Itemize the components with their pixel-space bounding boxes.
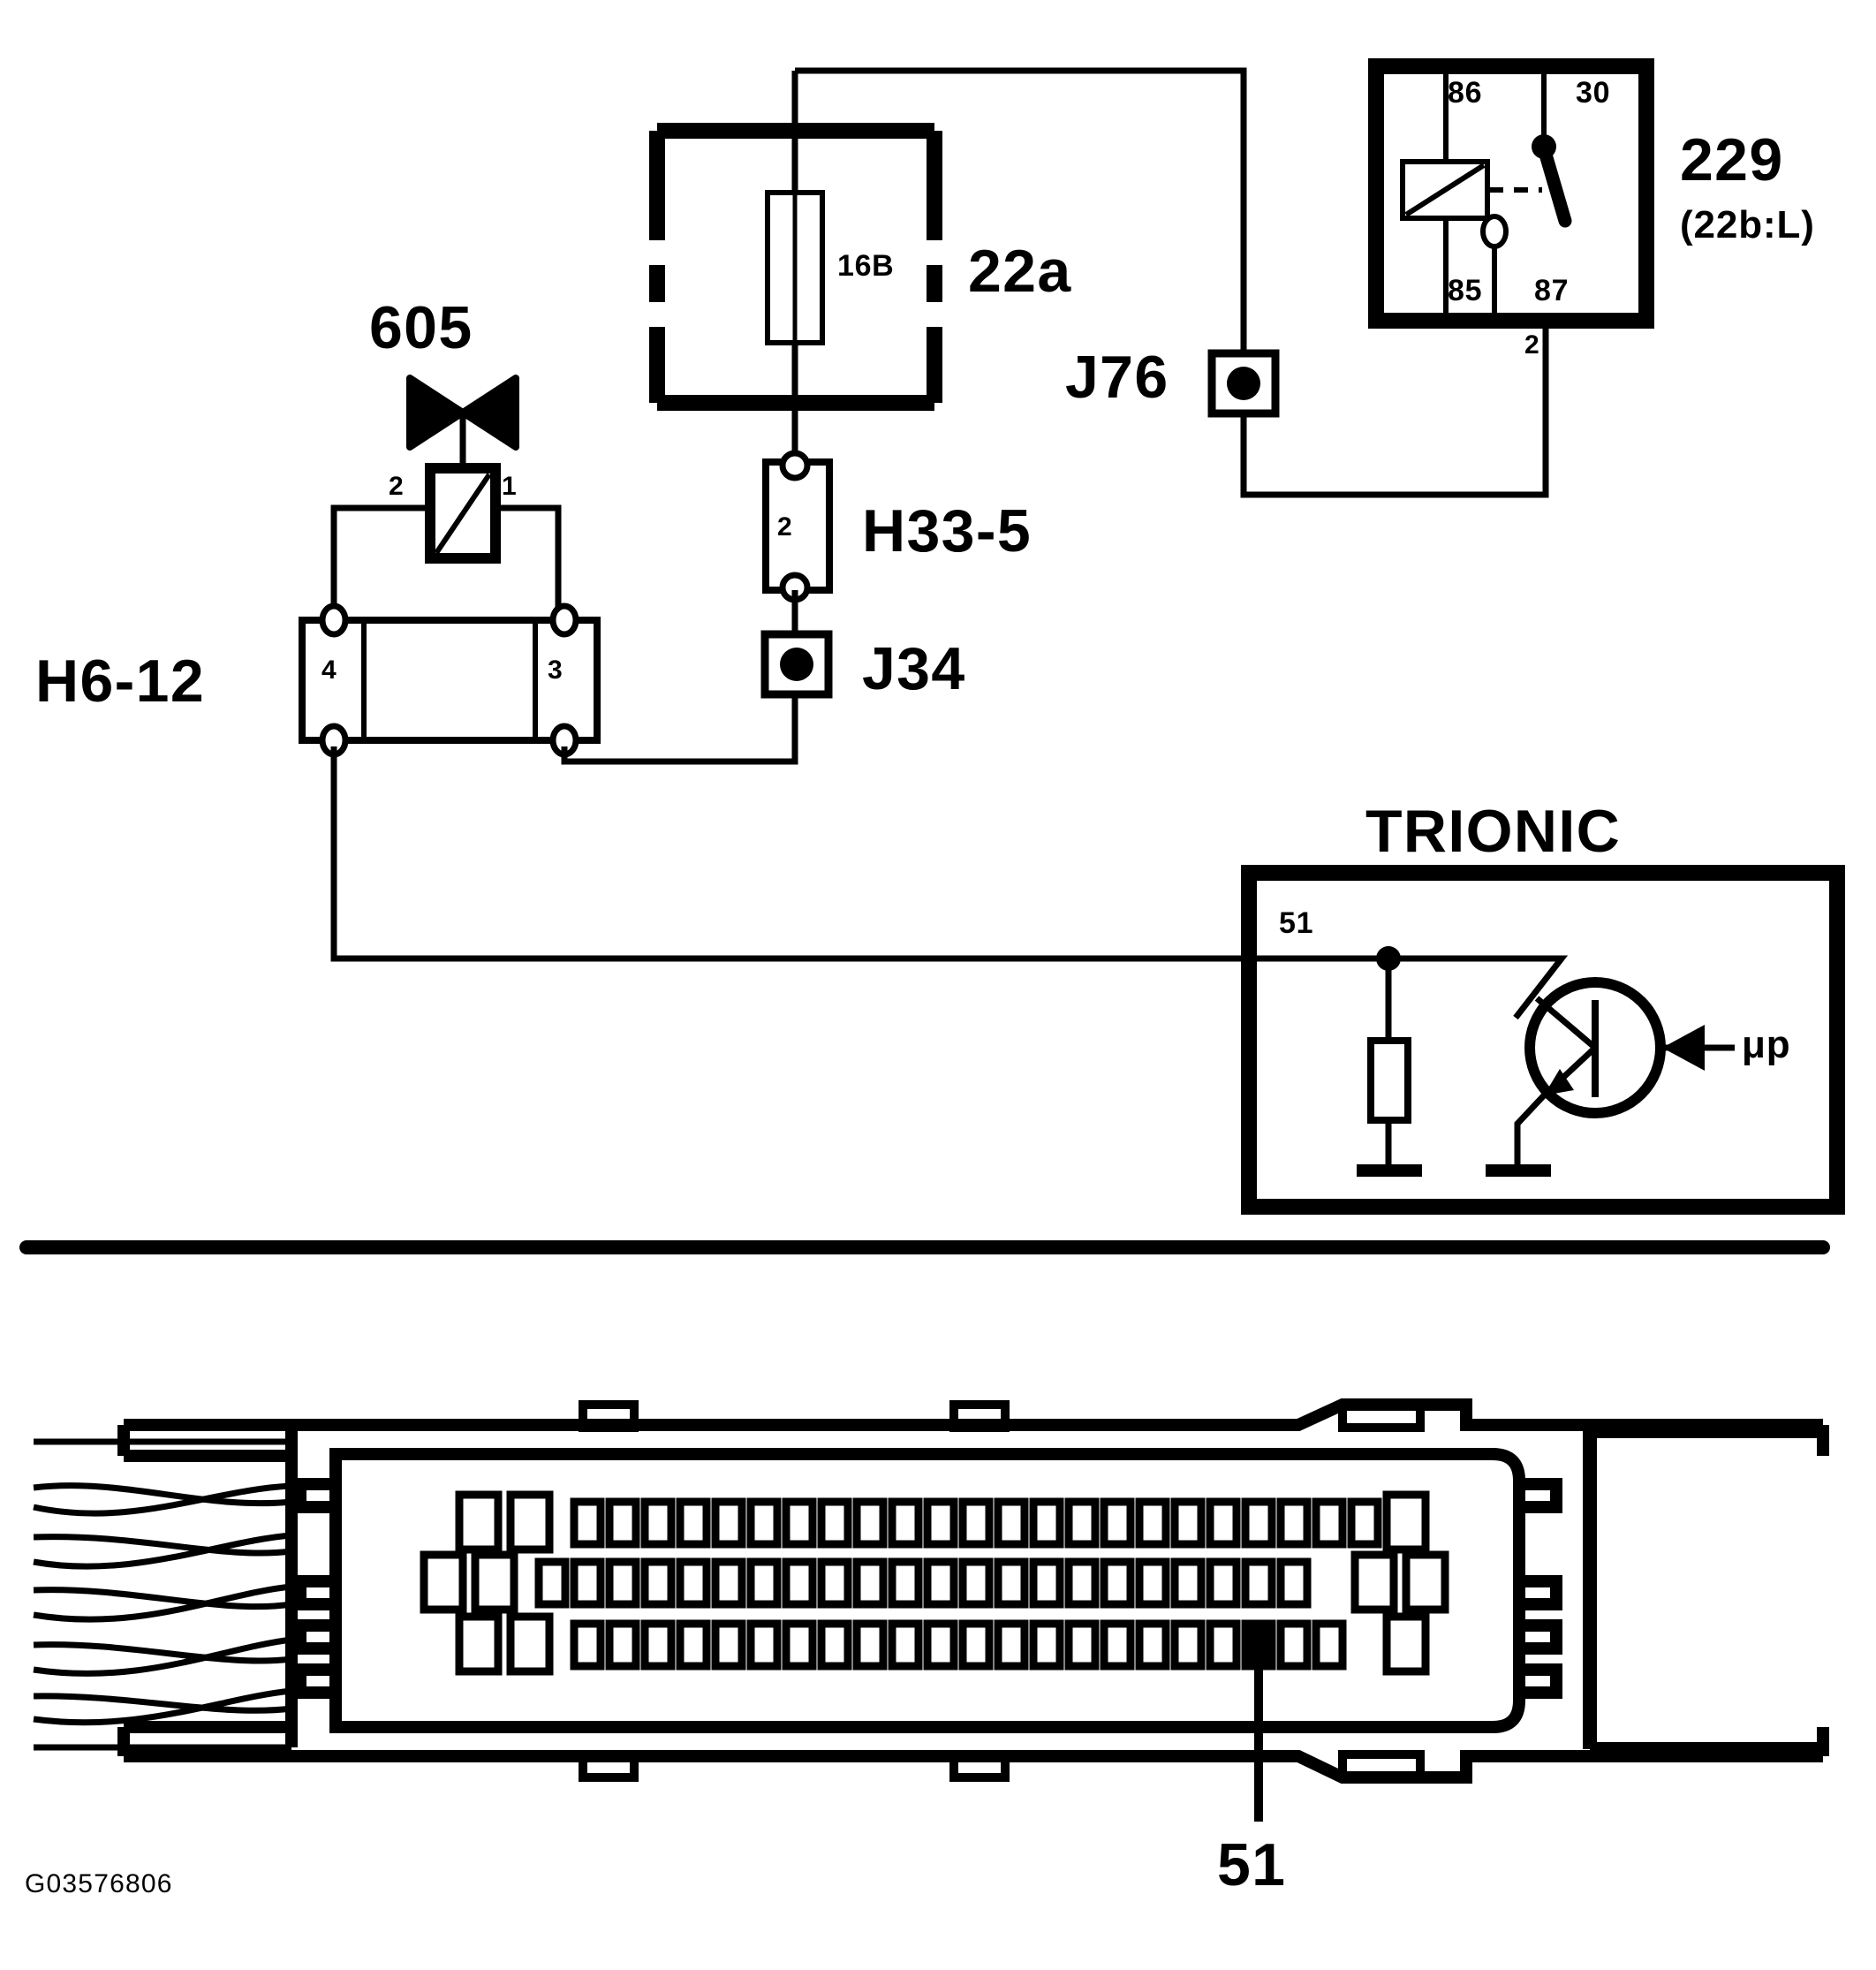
connector-h6-12-body — [299, 602, 601, 758]
connector-right-tab — [1583, 1424, 1823, 1756]
relay-229-label: 229 — [1680, 126, 1784, 193]
splice-j34-symbol — [760, 630, 833, 699]
wire-relay-to-j76 — [1240, 321, 1549, 498]
relay-229-body — [1368, 58, 1654, 329]
valve-605-pin-2-label: 2 — [389, 472, 405, 501]
connector-h33-5-label: H33-5 — [862, 497, 1033, 564]
wire-h6-12-pin4-to-trionic — [330, 746, 1249, 962]
pin-row-bottom — [455, 1612, 1430, 1676]
connector-pin-51-callout-label: 51 — [1217, 1831, 1287, 1898]
wire-605-to-h6-12 — [330, 504, 562, 623]
ecu-trionic-pin-51-label: 51 — [1279, 906, 1314, 940]
relay-229-terminal-87-label: 87 — [1534, 274, 1570, 307]
wire-bundle — [33, 1438, 292, 1751]
wire-fuse-to-j76 — [795, 67, 1247, 367]
wire-h6-12-pin3-to-j34 — [561, 685, 798, 765]
connector-h6-12-pin-4-label: 4 — [321, 655, 337, 685]
valve-605-label: 605 — [369, 294, 473, 361]
pin-cavity-grid — [420, 1490, 1449, 1676]
connector-h6-12-label: H6-12 — [35, 648, 206, 715]
ecu-trionic-label: TRIONIC — [1365, 798, 1622, 865]
fuse-16b-label: 16B — [837, 249, 895, 283]
ecu-trionic-microprocessor-label: μp — [1742, 1023, 1791, 1066]
pin-row-middle — [420, 1550, 1449, 1614]
splice-j34-label: J34 — [862, 635, 966, 702]
connector-h33-5-pin-2-label: 2 — [777, 512, 793, 542]
valve-605-coil — [425, 463, 501, 564]
pin-row-top — [455, 1490, 1430, 1554]
relay-229-terminal-85-label: 85 — [1448, 274, 1483, 307]
fusebox-22a-label: 22a — [968, 238, 1072, 305]
connector-h33-5-body — [762, 450, 833, 603]
valve-605-symbol — [406, 375, 519, 468]
relay-229-terminal-86-label: 86 — [1448, 76, 1483, 110]
connector-body — [294, 1448, 1562, 1733]
splice-j76-label: J76 — [1065, 344, 1169, 411]
connector-h6-12-pin-3-label: 3 — [548, 655, 564, 685]
highlighted-pin-51 — [1241, 1619, 1276, 1671]
relay-229-output-wire-label: 2 — [1524, 330, 1540, 360]
document-footer-code: G03576806 — [25, 1869, 173, 1898]
connector-rail-notches — [579, 1400, 1425, 1782]
valve-605-pin-1-label: 1 — [502, 472, 518, 501]
splice-j76-symbol — [1207, 349, 1280, 418]
relay-229-terminal-30-label: 30 — [1576, 76, 1611, 110]
fuse-element-16b — [765, 131, 825, 459]
ecu-trionic-body — [1241, 865, 1845, 1215]
relay-229-sub-label: (22b:L) — [1680, 203, 1815, 246]
